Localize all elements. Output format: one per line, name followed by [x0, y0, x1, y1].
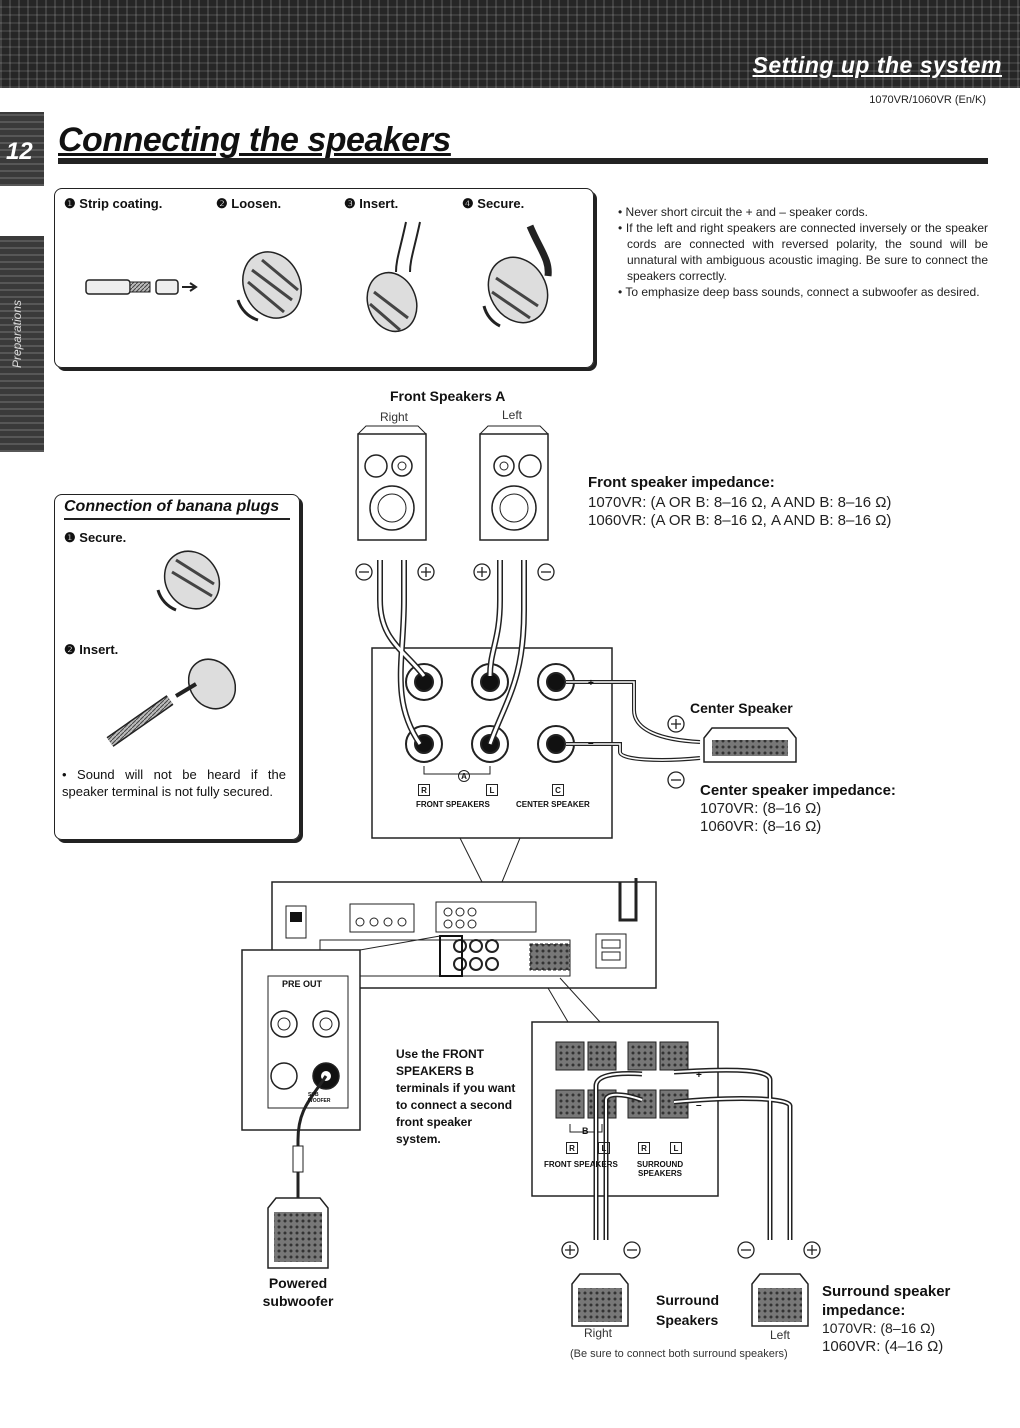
terminal-bracket: [423, 766, 491, 775]
step-4-marker: ❹: [462, 196, 474, 211]
center-speaker-terminal-label: CENTER SPEAKER: [516, 800, 590, 809]
front-right-label: Right: [380, 410, 409, 424]
terminal-l-badge: L: [486, 784, 498, 796]
section-banner: [0, 0, 1020, 88]
surround-impedance-1060: 1060VR: (4–16 Ω): [822, 1338, 944, 1355]
front-speakers-b-note: Use the FRONT SPEAKERS B terminals if yo…: [396, 1047, 516, 1146]
terminal-insert-icon: [366, 221, 421, 333]
surround-l-front-badge: L: [598, 1142, 610, 1154]
note-item: • If the left and right speakers are con…: [618, 221, 988, 283]
banana-secure-icon: [156, 550, 221, 612]
polarity-symbols: [355, 563, 685, 789]
model-reference: 1070VR/1060VR (En/K): [869, 94, 986, 106]
rca-plug-icon: [292, 1145, 304, 1173]
front-impedance-1060: 1060VR: (A OR B: 8–16 Ω, A AND B: 8–16 Ω…: [588, 512, 892, 529]
surround-front-terminal-label: FRONT SPEAKERS: [544, 1160, 618, 1169]
surround-terminal-panel: [531, 1021, 719, 1197]
note-item: • Never short circuit the + and – speake…: [618, 205, 868, 219]
banana-step-1: ❶ Secure.: [64, 530, 127, 545]
terminal-c-badge: C: [552, 784, 564, 796]
surround-callout-lines: [547, 977, 601, 1023]
center-speaker-title: Center Speaker: [690, 700, 793, 716]
center-impedance-1070: 1070VR: (8–16 Ω): [700, 800, 822, 817]
terminal-loosen-icon: [236, 251, 302, 322]
banana-title-rule: [64, 518, 290, 520]
front-speakers-title: Front Speakers A: [390, 388, 506, 404]
surround-r-front-badge: R: [566, 1142, 578, 1154]
step-3: ❸ Insert.: [344, 196, 398, 212]
center-speaker: [703, 727, 797, 763]
side-tab: [0, 236, 44, 452]
terminal-minus-label: –: [588, 738, 594, 749]
terminal-r-badge: R: [418, 784, 430, 796]
page-title: Connecting the speakers: [58, 121, 451, 159]
step-2-marker: ❷: [216, 196, 228, 211]
section-title: Setting up the system: [752, 52, 1002, 78]
wire-strip-icon: [85, 279, 198, 295]
center-impedance-title: Center speaker impedance:: [700, 782, 896, 799]
pre-out-label: PRE OUT: [282, 979, 323, 989]
step-2: ❷ Loosen.: [216, 196, 281, 212]
step-1: ❶ Strip coating.: [64, 196, 162, 212]
title-rule: [58, 158, 988, 164]
front-speaker-left: [479, 425, 549, 541]
surround-minus-label: –: [696, 1100, 702, 1111]
step-3-marker: ❸: [344, 196, 356, 211]
front-speakers-terminal-label: FRONT SPEAKERS: [416, 800, 490, 809]
step-3-label: Insert.: [359, 196, 399, 211]
step-4-label: Secure.: [477, 196, 525, 211]
banana-plug-title: Connection of banana plugs: [64, 498, 280, 515]
surround-speaker-right: [571, 1273, 629, 1327]
terminal-b-badge: B: [582, 1126, 589, 1136]
terminal-plus-label: +: [588, 678, 594, 689]
callout-lines: [459, 837, 521, 883]
note-item: • To emphasize deep bass sounds, connect…: [618, 285, 980, 299]
surround-impedance-1070: 1070VR: (8–16 Ω): [822, 1320, 936, 1336]
page-tab: [0, 112, 44, 186]
notes-list: • Never short circuit the + and – speake…: [618, 204, 988, 300]
front-left-label: Left: [502, 408, 523, 422]
surround-note: (Be sure to connect both surround speake…: [570, 1348, 788, 1360]
surround-polarity-symbols: [561, 1241, 821, 1259]
surround-speaker-left: [751, 1273, 809, 1327]
banana-insert-icon: [106, 658, 237, 747]
front-impedance-title: Front speaker impedance:: [588, 474, 775, 491]
step-2-label: Loosen.: [231, 196, 282, 211]
sub-woofer-jack-label: SUB WOOFER: [308, 1092, 331, 1104]
steps-panel: [54, 188, 594, 368]
surround-right-label: Right: [584, 1326, 613, 1340]
surround-l-badge: L: [670, 1142, 682, 1154]
surround-r-badge: R: [638, 1142, 650, 1154]
step-4: ❹ Secure.: [462, 196, 524, 212]
surround-speakers-title: Surround Speakers: [656, 1292, 719, 1328]
surround-plus-label: +: [696, 1070, 702, 1081]
step-1-label: Strip coating.: [79, 196, 163, 211]
subwoofer-box: [267, 1197, 329, 1269]
front-speaker-right: [357, 425, 427, 541]
center-impedance-1060: 1060VR: (8–16 Ω): [700, 818, 822, 835]
terminal-a-badge: A: [458, 770, 470, 782]
page-number: 12: [6, 138, 33, 165]
surround-impedance-title: Surround speaker impedance:: [822, 1283, 951, 1319]
surround-terminal-label: SURROUND SPEAKERS: [636, 1160, 684, 1178]
front-impedance-1070: 1070VR: (A OR B: 8–16 Ω, A AND B: 8–16 Ω…: [588, 494, 892, 511]
step-1-marker: ❶: [64, 196, 76, 211]
subwoofer-cable: [296, 1075, 328, 1200]
banana-note: • Sound will not be heard if the speaker…: [62, 767, 286, 799]
banana-step-2: ❷ Insert.: [64, 642, 119, 657]
powered-subwoofer-label: Powered subwoofer: [262, 1275, 334, 1309]
surround-left-label: Left: [770, 1328, 791, 1342]
banana-plug-panel: [54, 494, 300, 840]
terminal-secure-icon: [482, 224, 552, 328]
